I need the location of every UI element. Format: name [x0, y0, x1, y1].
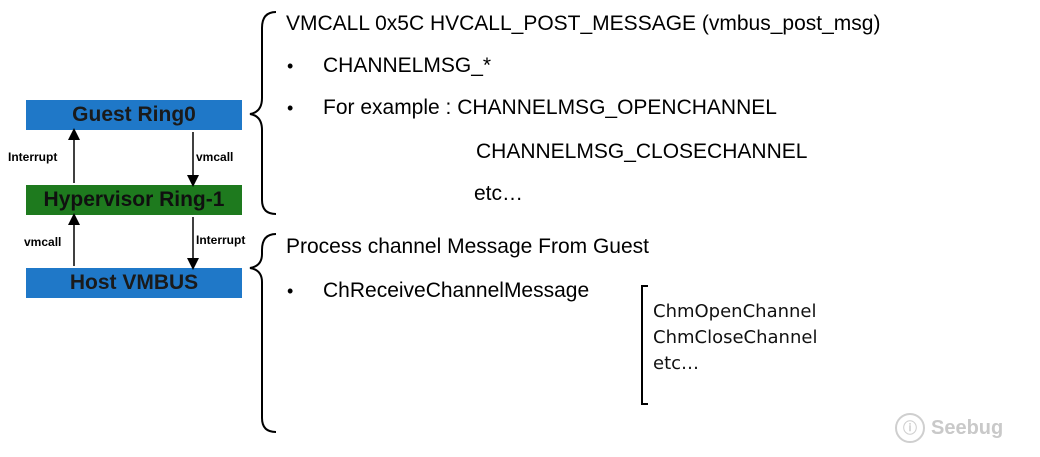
- interrupt-label-upper: Interrupt: [8, 150, 58, 164]
- hypervisor-ring-box: Hypervisor Ring-1: [26, 185, 242, 215]
- seebug-logo-icon: ⓘ: [895, 413, 925, 443]
- lower-brace: [249, 233, 277, 433]
- bullet-2: •: [287, 98, 294, 118]
- bullet-1: •: [287, 56, 294, 76]
- handler-list: ChmOpenChannel ChmCloseChannel etc…: [653, 299, 817, 377]
- upper-line-4: etc…: [474, 182, 524, 205]
- list-bracket: [641, 285, 648, 405]
- upper-title: VMCALL 0x5C HVCALL_POST_MESSAGE (vmbus_p…: [286, 12, 881, 35]
- handler-item: ChmCloseChannel: [653, 327, 818, 348]
- watermark-text: Seebug: [931, 416, 1004, 439]
- interrupt-label-lower: Interrupt: [196, 233, 246, 247]
- lower-title: Process channel Message From Guest: [286, 235, 649, 258]
- upper-brace: [249, 11, 277, 215]
- guest-ring0-box: Guest Ring0: [26, 100, 242, 130]
- vmcall-label-lower: vmcall: [24, 235, 62, 249]
- upper-bullet-2: For example : CHANNELMSG_OPENCHANNEL: [323, 96, 777, 119]
- handler-item: etc…: [653, 353, 700, 374]
- handler-item: ChmOpenChannel: [653, 301, 817, 322]
- vmcall-label-upper: vmcall: [196, 150, 234, 164]
- host-vmbus-box: Host VMBUS: [26, 268, 242, 298]
- upper-bullet-1: CHANNELMSG_*: [323, 54, 492, 77]
- lower-bullet-1: ChReceiveChannelMessage: [323, 279, 590, 302]
- bullet-3: •: [287, 281, 294, 301]
- upper-line-3: CHANNELMSG_CLOSECHANNEL: [476, 140, 808, 163]
- watermark: ⓘ Seebug: [895, 413, 1003, 443]
